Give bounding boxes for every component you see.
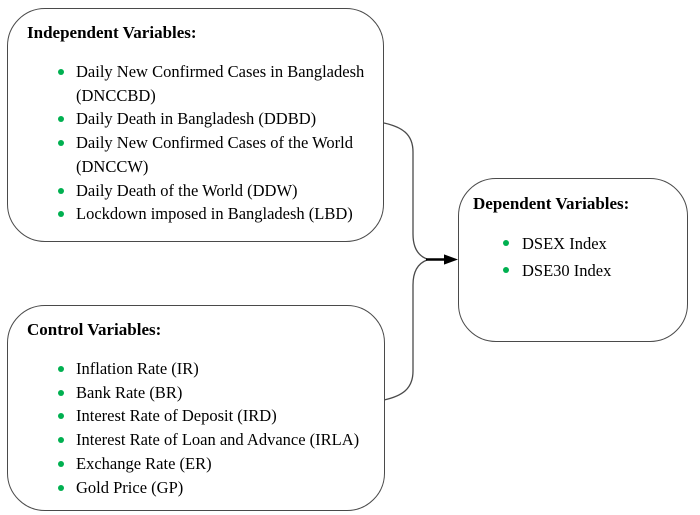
list-item: Interest Rate of Loan and Advance (IRLA) <box>58 428 374 452</box>
bullet-icon <box>58 140 64 147</box>
box-title: Independent Variables: <box>27 23 197 42</box>
connector-control-to-arrow <box>383 259 428 401</box>
item-text: Bank Rate (BR) <box>76 382 183 402</box>
control-variables-box: Control Variables: Inflation Rate (IR) B… <box>7 305 385 511</box>
list-item: Exchange Rate (ER) <box>58 452 374 476</box>
list-item: Daily New Confirmed Cases of the World (… <box>58 131 373 178</box>
bullet-icon <box>58 437 64 444</box>
item-text: Gold Price (GP) <box>76 477 184 497</box>
bullet-icon <box>58 211 64 218</box>
item-text: Daily Death of the World (DDW) <box>76 180 298 200</box>
arrowhead-icon <box>444 254 458 265</box>
list-item: Daily Death in Bangladesh (DDBD) <box>58 107 373 131</box>
item-text: Exchange Rate (ER) <box>76 453 212 473</box>
bullet-icon <box>58 187 64 194</box>
box-title: Dependent Variables: <box>473 194 630 213</box>
list-item: DSEX Index <box>503 230 677 257</box>
list-item: Lockdown imposed in Bangladesh (LBD) <box>58 202 373 226</box>
bullet-icon <box>58 460 64 467</box>
connector-independent-to-arrow <box>383 122 428 260</box>
item-text: Interest Rate of Deposit (IRD) <box>76 406 277 426</box>
item-text: Inflation Rate (IR) <box>76 359 199 378</box>
item-text: Daily New Confirmed Cases of the World (… <box>76 133 353 176</box>
list-item: Inflation Rate (IR) <box>58 357 374 381</box>
list-item: DSE30 Index <box>503 257 677 284</box>
bullet-icon <box>58 484 64 491</box>
bullet-icon <box>503 267 509 273</box>
list-item: Gold Price (GP) <box>58 476 374 500</box>
bullet-icon <box>58 366 64 372</box>
dependent-variables-list: DSEX Index DSE30 Index <box>473 230 677 284</box>
list-item: Interest Rate of Deposit (IRD) <box>58 404 374 428</box>
bullet-icon <box>58 413 64 420</box>
box-title: Control Variables: <box>27 320 162 339</box>
item-text: Daily New Confirmed Cases in Bangladesh … <box>76 62 365 105</box>
item-text: Interest Rate of Loan and Advance (IRLA) <box>76 430 360 450</box>
bullet-icon <box>58 69 64 75</box>
bullet-icon <box>58 389 64 396</box>
item-text: DSEX Index <box>522 234 607 253</box>
control-variables-list: Inflation Rate (IR) Bank Rate (BR) Inter… <box>27 357 374 499</box>
list-item: Daily New Confirmed Cases in Bangladesh … <box>58 60 373 107</box>
list-item: Daily Death of the World (DDW) <box>58 179 373 203</box>
item-text: Lockdown imposed in Bangladesh (LBD) <box>76 204 353 224</box>
bullet-icon <box>58 116 64 123</box>
bullet-icon <box>503 240 509 246</box>
item-text: Daily Death in Bangladesh (DDBD) <box>76 109 317 129</box>
list-item: Bank Rate (BR) <box>58 381 374 405</box>
dependent-variables-box: Dependent Variables: DSEX Index DSE30 In… <box>458 178 688 342</box>
item-text: DSE30 Index <box>522 261 612 280</box>
independent-variables-box: Independent Variables: Daily New Confirm… <box>7 8 384 242</box>
independent-variables-list: Daily New Confirmed Cases in Bangladesh … <box>27 60 373 226</box>
